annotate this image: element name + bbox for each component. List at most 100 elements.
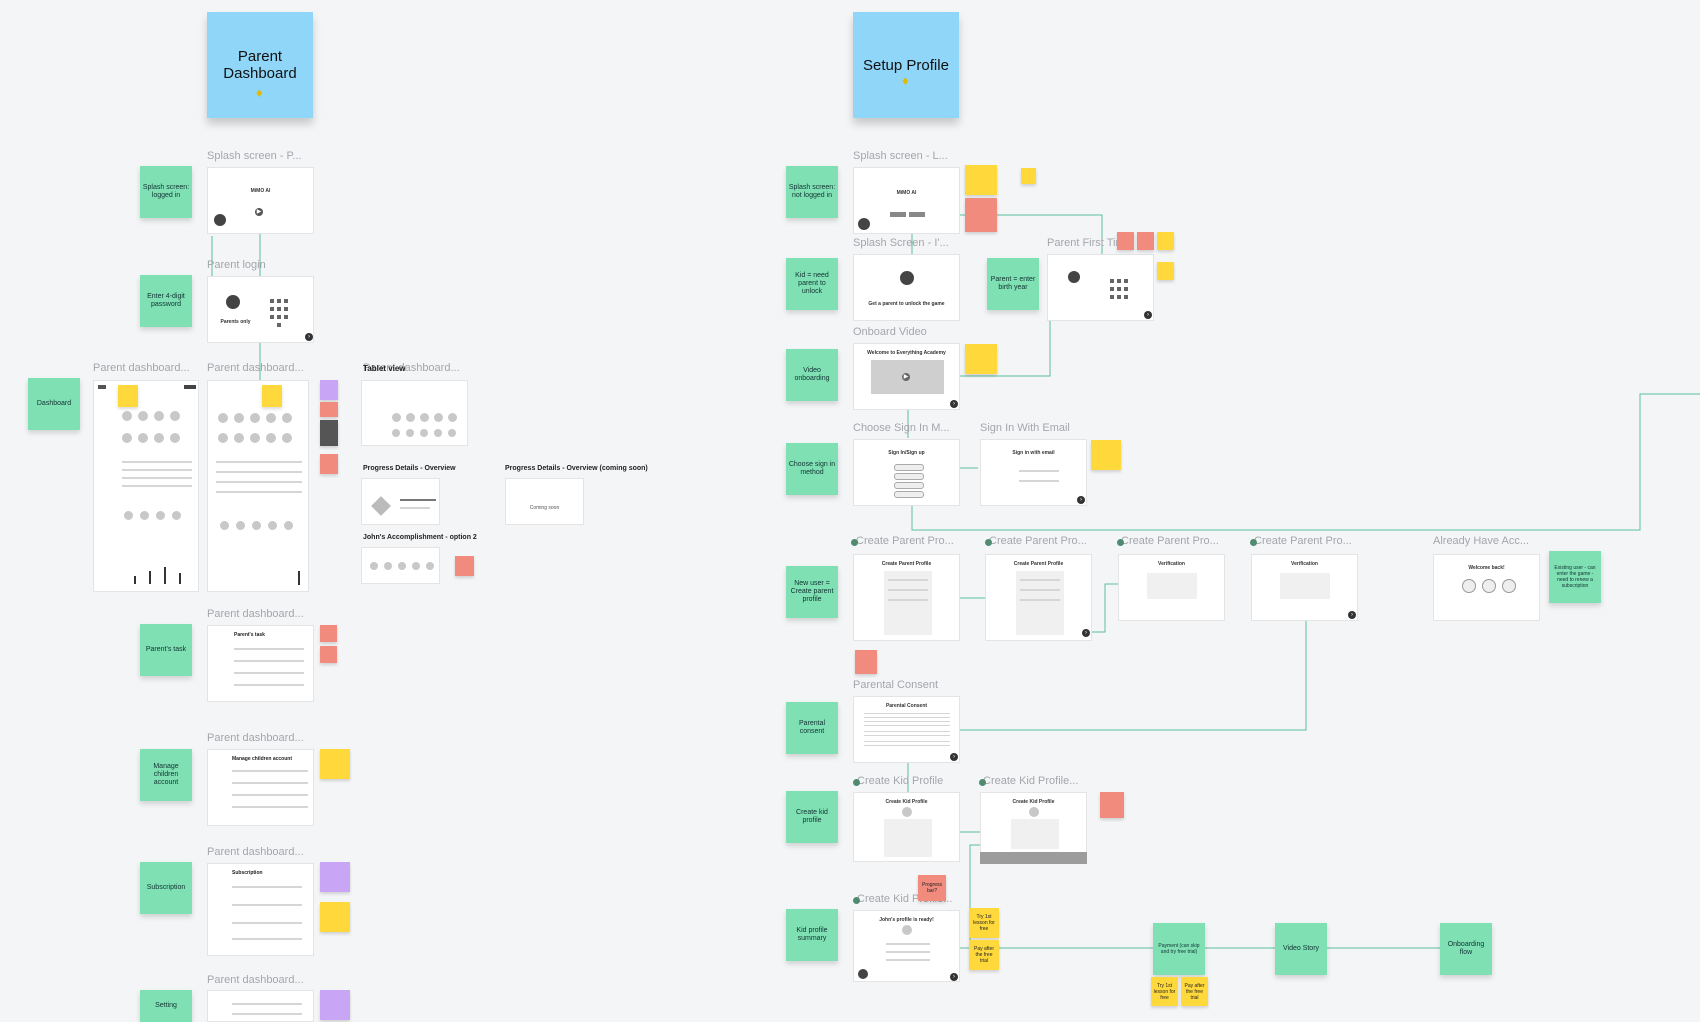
frame-label: Already Have Acc... (1433, 535, 1529, 547)
step-sticky[interactable]: Parental consent (786, 702, 838, 754)
comment-note[interactable]: Try 1st lesson for free (1151, 977, 1178, 1006)
setting-frame[interactable] (207, 990, 314, 1022)
verification-frame-2[interactable]: Verification › (1251, 554, 1358, 621)
comment-note[interactable] (965, 344, 997, 374)
accomplishment-heading: John's Accomplishment - option 2 (363, 534, 477, 541)
frame-label: Splash screen - L... (853, 150, 948, 162)
manage-children-frame[interactable]: Manage children account (207, 749, 314, 826)
comment-note[interactable] (320, 625, 337, 642)
comment-note[interactable] (320, 749, 350, 779)
comment-note[interactable] (320, 646, 337, 663)
screen-title: MiMO AI (854, 190, 959, 196)
comment-note[interactable] (320, 380, 338, 400)
comment-note[interactable] (320, 420, 338, 446)
section-parent-dashboard-sticky[interactable]: Parent Dashboard ♦ (207, 12, 313, 118)
comment-note[interactable] (320, 862, 350, 892)
frame-marker (1117, 539, 1124, 546)
comment-note[interactable] (118, 385, 138, 407)
play-icon: ▶ (255, 208, 263, 216)
comment-note[interactable]: Pay after the free trial (1181, 977, 1208, 1006)
comment-note[interactable] (455, 556, 474, 576)
parents-task-frame[interactable]: Parent's task (207, 625, 314, 702)
comment-note[interactable] (965, 198, 997, 232)
comment-note[interactable]: Pay after the free trial (969, 940, 999, 970)
frame-label: Parent dashboard... (207, 846, 304, 858)
step-sticky[interactable]: Create kid profile (786, 791, 838, 843)
create-kid-frame-1[interactable]: Create Kid Profile (853, 792, 960, 862)
comment-note[interactable]: Try 1st lesson for free (969, 908, 999, 938)
comment-note[interactable] (855, 650, 877, 674)
comment-note[interactable] (1021, 168, 1036, 184)
screen-title: Welcome to Everything Academy (854, 350, 959, 356)
screen-title: Welcome back! (1434, 565, 1539, 571)
comment-note[interactable] (1137, 232, 1154, 250)
frame-label: Splash Screen - I'... (853, 237, 949, 249)
screen-title: Parental Consent (854, 703, 959, 709)
step-sticky[interactable]: Dashboard (28, 378, 80, 430)
progress-overview-heading: Progress Details - Overview (363, 465, 456, 472)
step-sticky[interactable]: Parent = enter birth year (987, 258, 1039, 310)
step-sticky[interactable]: Enter 4-digit password (140, 275, 192, 327)
accomplishment-frame[interactable] (361, 547, 440, 584)
screen-title: Parent's task (234, 632, 265, 638)
screen-title: Parents only (208, 319, 263, 325)
step-sticky[interactable]: Subscription (140, 862, 192, 914)
progress-coming-soon-frame[interactable]: Coming soon (505, 478, 584, 525)
step-sticky[interactable]: Splash screen: logged in (140, 166, 192, 218)
step-sticky[interactable]: Video onboarding (786, 349, 838, 401)
splash-not-logged-frame[interactable]: MiMO AI (853, 167, 960, 234)
comment-note[interactable] (965, 165, 997, 195)
comment-note[interactable] (262, 385, 282, 407)
step-sticky[interactable]: Kid profile summary (786, 909, 838, 961)
create-parent-frame-1[interactable]: Create Parent Profile (853, 554, 960, 641)
step-sticky[interactable]: Existing user - can enter the game - nee… (1549, 551, 1601, 603)
already-account-frame[interactable]: Welcome back! (1433, 554, 1540, 621)
signin-email-frame[interactable]: Sign in with email › (980, 439, 1087, 506)
comment-note[interactable] (320, 454, 338, 474)
frame-label: Choose Sign In M... (853, 422, 950, 434)
screen-title: Verification (1119, 561, 1224, 567)
tablet-dashboard-frame[interactable] (361, 380, 468, 446)
step-sticky[interactable]: Choose sign in method (786, 443, 838, 495)
comment-note[interactable] (1117, 232, 1134, 250)
step-sticky[interactable]: Setting (140, 990, 192, 1022)
progress-overview-frame[interactable] (361, 478, 440, 525)
screen-title: Create Parent Profile (854, 561, 959, 567)
comment-note[interactable] (1157, 262, 1174, 280)
comment-note[interactable] (1091, 440, 1121, 470)
choose-signin-frame[interactable]: Sign In/Sign up (853, 439, 960, 506)
comment-note[interactable] (320, 402, 338, 417)
comment-note[interactable] (1157, 232, 1174, 250)
verification-frame-1[interactable]: Verification (1118, 554, 1225, 621)
step-sticky[interactable]: Parent's task (140, 624, 192, 676)
parent-first-time-frame[interactable]: › (1047, 254, 1154, 321)
parental-consent-frame[interactable]: Parental Consent › (853, 696, 960, 763)
step-sticky[interactable]: Payment (can skip and try free trial) (1153, 923, 1205, 975)
frame-label: Parent dashboard... (207, 732, 304, 744)
step-sticky[interactable]: Onboarding flow (1440, 923, 1492, 975)
comment-note[interactable]: Progress bar? (918, 875, 946, 901)
step-sticky[interactable]: Video Story (1275, 923, 1327, 975)
unlock-frame[interactable]: Get a parent to unlock the game (853, 254, 960, 321)
screen-title: Sign In/Sign up (854, 450, 959, 456)
section-setup-profile-sticky[interactable]: Setup Profile ♦ (853, 12, 959, 118)
frame-label: Parent login (207, 259, 266, 271)
frame-marker (851, 539, 858, 546)
create-parent-frame-2[interactable]: Create Parent Profile › (985, 554, 1092, 641)
screen-title: Create Kid Profile (981, 799, 1086, 805)
avatar-picker-bar[interactable] (980, 852, 1087, 864)
dashboard-frame[interactable] (93, 380, 199, 592)
dashboard-frame[interactable] (207, 380, 309, 592)
onboard-video-frame[interactable]: Welcome to Everything Academy ▶ › (853, 343, 960, 410)
step-sticky[interactable]: Splash screen: not logged in (786, 166, 838, 218)
comment-note[interactable] (320, 990, 350, 1020)
parent-login-frame[interactable]: Parents only › (207, 276, 314, 343)
splash-logged-in-frame[interactable]: MiMO AI ▶ (207, 167, 314, 234)
kid-summary-frame[interactable]: John's profile is ready! › (853, 910, 960, 982)
step-sticky[interactable]: Manage children account (140, 749, 192, 801)
step-sticky[interactable]: Kid = need parent to unlock (786, 258, 838, 310)
comment-note[interactable] (320, 902, 350, 932)
step-sticky[interactable]: New user = Create parent profile (786, 566, 838, 618)
comment-note[interactable] (1100, 792, 1124, 818)
subscription-frame[interactable]: Subscription (207, 863, 314, 956)
